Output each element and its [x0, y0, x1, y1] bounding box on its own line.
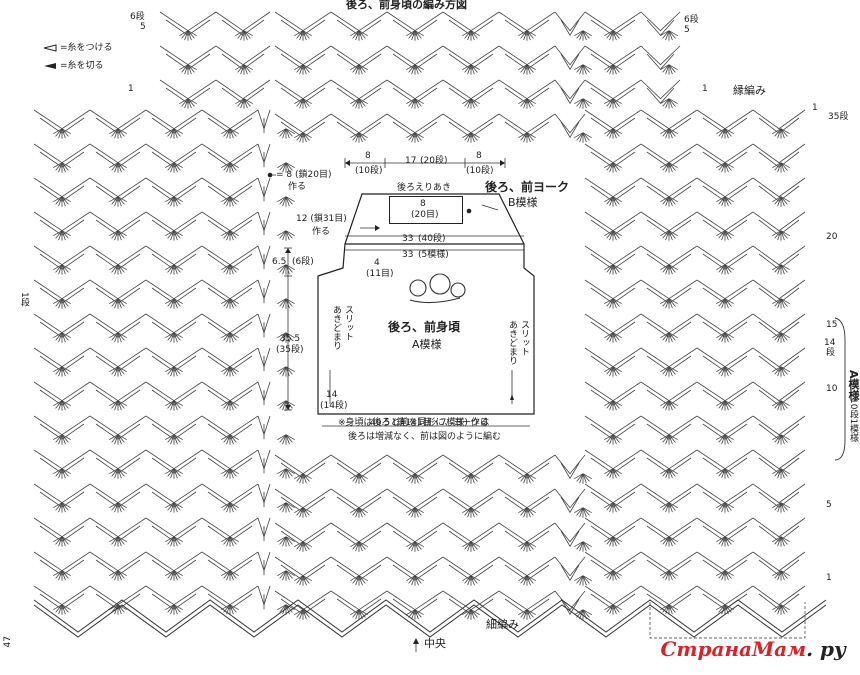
- dim-355-rows: (35段): [276, 345, 304, 355]
- note-12-31-b: 作る: [312, 227, 331, 237]
- center-label: 中央: [424, 637, 446, 650]
- row-label-6-left: 6段: [130, 12, 145, 22]
- top-dim-1-rows: (10段): [355, 166, 383, 176]
- bottom-zigzag-edge: [33, 599, 827, 638]
- pattern-a-side-label: A模様: [847, 370, 860, 401]
- page-number: 47: [3, 636, 13, 648]
- pattern-right-panel: [584, 11, 806, 615]
- top-dim-3-rows: (10段): [466, 166, 494, 176]
- neck-dim: 8: [420, 199, 426, 209]
- note-line-2: 後ろは増減なく、前は図のように編む: [348, 432, 502, 442]
- dim-33-b: 33: [402, 250, 414, 260]
- watermark-suffix: . ру: [806, 637, 846, 661]
- row-label-1-left: 1段: [19, 292, 29, 307]
- top-dim-3: 8: [476, 151, 482, 161]
- top-dim-2-rows: (20段): [420, 156, 448, 166]
- attach-yarn-icon: [43, 44, 57, 52]
- pattern-left-panel: [33, 11, 295, 615]
- arrows: [285, 160, 514, 410]
- yoke-pattern: B模様: [508, 196, 538, 209]
- slit-left: スリット: [343, 305, 353, 341]
- legend-cut-label: =糸を切る: [60, 61, 104, 71]
- body-swirl-icon: [409, 273, 466, 304]
- row-label-14: 14: [824, 338, 836, 348]
- row-label-10: 10: [826, 384, 838, 394]
- pattern-a-repeat-label: 10段1模様: [848, 398, 858, 443]
- dim-14-rows: (14段): [320, 401, 348, 411]
- row-label-6-right: 6段: [684, 15, 699, 25]
- slit-stop-right: あきどまり: [507, 320, 517, 365]
- pattern-a-bracket: [834, 317, 846, 461]
- row-label-1-left-top: 1: [128, 84, 134, 94]
- dim-355: 35.5: [280, 334, 301, 344]
- neck-dot: [466, 208, 472, 214]
- top-dim-2: 17: [405, 156, 417, 166]
- yoke-outline: [344, 193, 525, 245]
- row-label-35: 35段: [828, 112, 849, 122]
- fine-edging-label: 細編み: [486, 618, 519, 631]
- dim-4: 4: [374, 258, 380, 268]
- note-8-20-b: 作る: [288, 182, 307, 192]
- watermark-text: Страна: [660, 637, 752, 661]
- neck-label: 後ろえりあき: [397, 183, 452, 193]
- legend-attach-label: =糸をつける: [60, 43, 113, 53]
- row-label-14-unit: 段: [826, 348, 836, 358]
- note-8-20: = 8 (鎖20目): [276, 170, 332, 180]
- dim-65-rows: (6段): [292, 257, 314, 267]
- row-label-1-right-top: 1: [702, 84, 708, 94]
- row-label-5-right: 5: [684, 25, 690, 35]
- neck-rows: (20目): [411, 210, 439, 220]
- slit-stop-left: あきどまり: [331, 305, 341, 350]
- note-line-1: ※身頃は後ろと前を同形に、ヨークは: [338, 418, 490, 428]
- row-label-1-edge: 1: [812, 103, 818, 113]
- top-dim-1: 8: [365, 151, 371, 161]
- row-label-15: 15: [826, 320, 838, 330]
- cut-yarn-icon: [44, 63, 56, 69]
- row-label-20: 20: [826, 232, 838, 242]
- body-title: 後ろ、前身頃: [388, 320, 461, 334]
- dimension-lines: [268, 158, 530, 427]
- pattern-bottom-panel: [274, 454, 592, 620]
- start-dot: [267, 172, 273, 178]
- page-title: 後ろ、前身頃の編み方図: [346, 0, 467, 11]
- neck-box: [389, 196, 463, 224]
- row-label-5-left: 5: [140, 22, 146, 32]
- dim-33-a-rows: (40段): [418, 234, 446, 244]
- edging-label: 縁編み: [733, 84, 766, 97]
- dim-4-rows: (11目): [366, 269, 394, 279]
- dim-14: 14: [326, 390, 338, 400]
- note-12-31: 12 (鎖31目): [296, 214, 347, 224]
- repeat-bracket: [649, 602, 806, 639]
- dim-33-a: 33: [402, 234, 414, 244]
- slit-right: スリット: [519, 320, 529, 356]
- body-pattern: A模様: [412, 338, 442, 351]
- row-label-5: 5: [826, 500, 832, 510]
- pattern-top-panel: [274, 11, 592, 143]
- row-label-1-right: 1: [826, 573, 832, 583]
- dim-33-b-rows: (5模様): [418, 250, 449, 260]
- yoke-title: 後ろ、前ヨーク: [485, 180, 570, 194]
- watermark: СтранаМам. ру: [660, 637, 846, 661]
- dim-65: 6.5: [272, 257, 287, 267]
- watermark-text-2: Мам: [752, 637, 807, 661]
- dim-465: 46.5 (鎖141目・7模様) 作る: [370, 418, 489, 428]
